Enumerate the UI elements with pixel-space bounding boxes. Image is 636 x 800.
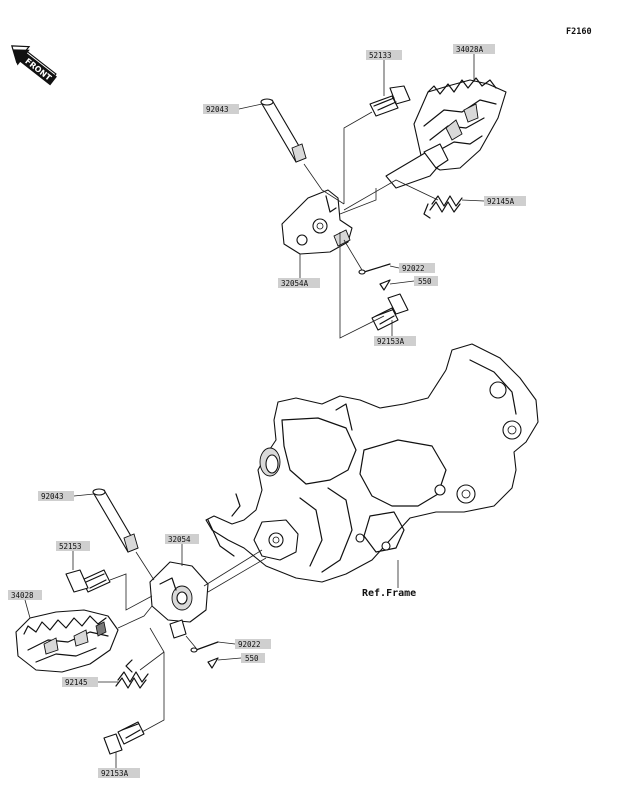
upper-top-bolt	[369, 85, 411, 117]
upper-washer	[379, 279, 391, 291]
lower-bracket-label: 32054	[168, 535, 191, 544]
lower-labels: 92043 52153 32054 34028 92022 550 92145 …	[8, 491, 271, 778]
lower-footpeg	[15, 609, 119, 673]
lower-washer	[207, 657, 219, 669]
lower-footpeg-label: 34028	[11, 591, 34, 600]
upper-spring-label: 92145A	[487, 197, 515, 206]
lower-top-bolt	[65, 569, 111, 593]
upper-assembly	[260, 77, 507, 339]
upper-bracket-label: 32054A	[281, 279, 309, 288]
lower-bolt-top-label: 52153	[59, 542, 82, 551]
upper-bracket	[281, 189, 353, 255]
lower-cotter-pin	[190, 641, 219, 653]
upper-spring	[423, 195, 463, 219]
lower-spring-label: 92145	[65, 678, 88, 687]
upper-washer-label: 550	[418, 277, 432, 286]
upper-cotter-label: 92022	[402, 264, 425, 273]
diagram-code: F2160	[566, 27, 592, 37]
upper-pin-label: 92043	[206, 105, 229, 114]
lower-cotter-label: 92022	[238, 640, 261, 649]
lower-bottom-bolt	[103, 721, 145, 755]
lower-spring	[115, 659, 149, 689]
upper-footpeg-label: 34028A	[456, 45, 484, 54]
lower-pin-label: 92043	[41, 492, 64, 501]
lower-assembly	[15, 488, 267, 755]
upper-bottom-bolt	[371, 293, 409, 331]
upper-pivot-pin	[260, 98, 307, 163]
upper-bolt-top-label: 52133	[369, 51, 392, 60]
lower-pivot-pin	[92, 488, 139, 553]
lower-bolt-bottom-label: 92153A	[101, 769, 129, 778]
upper-labels: 92043 52133 34028A 32054A 92145A 92022 5…	[203, 44, 526, 346]
front-arrow-icon: FRONT	[11, 45, 57, 86]
upper-footpeg	[385, 77, 507, 189]
lower-bracket	[149, 561, 209, 639]
frame-drawing	[205, 343, 539, 583]
lower-washer-label: 550	[245, 654, 259, 663]
ref-frame-label: Ref.Frame	[362, 588, 416, 599]
upper-cotter-pin	[358, 263, 391, 275]
upper-bolt-bottom-label: 92153A	[377, 337, 405, 346]
